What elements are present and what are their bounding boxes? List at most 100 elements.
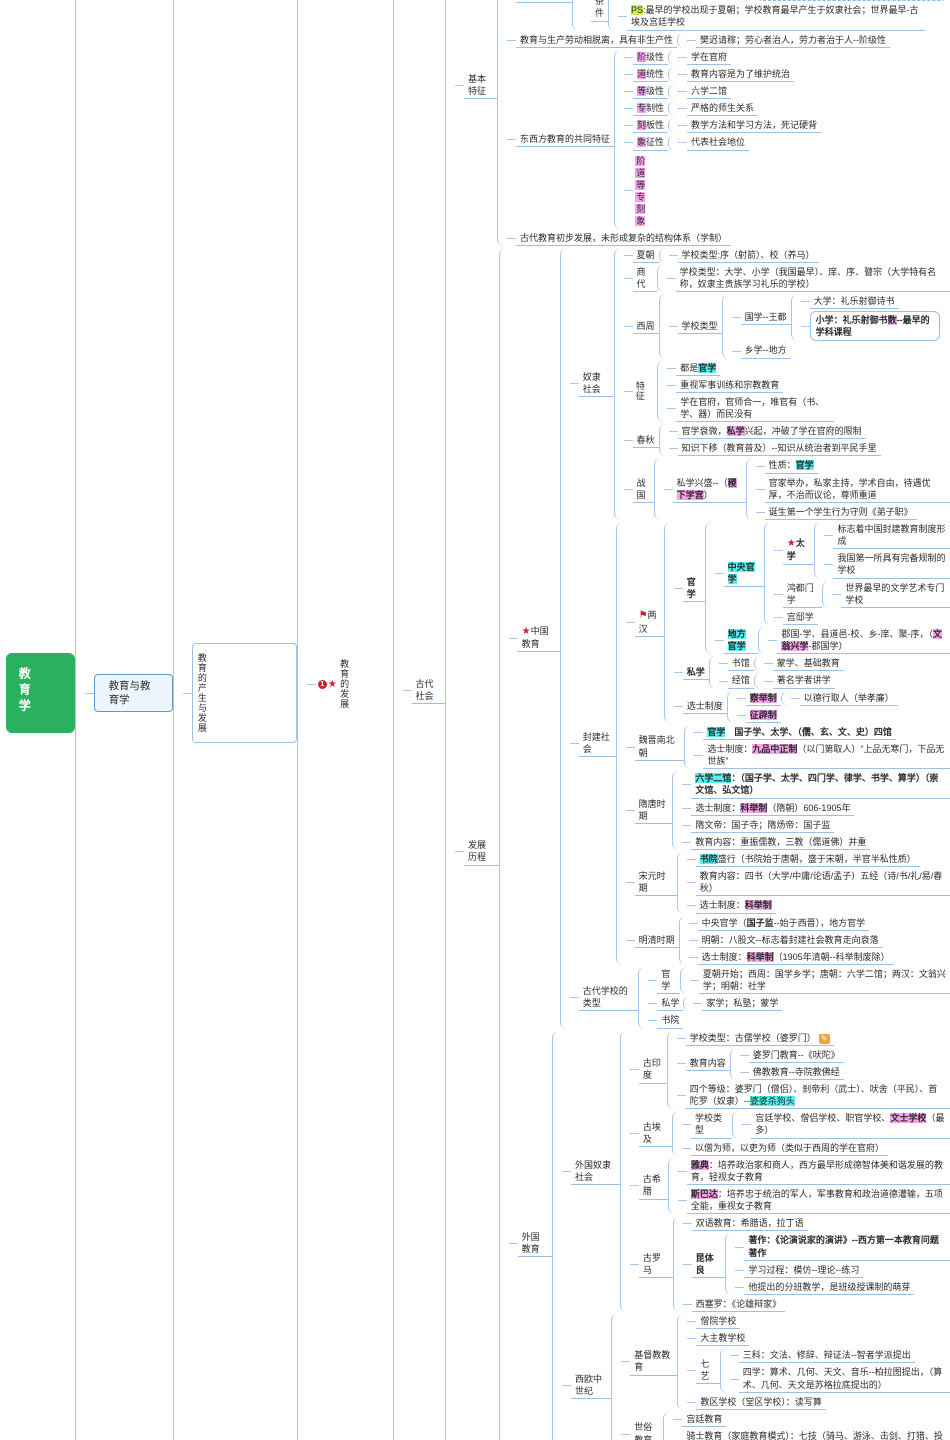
development-of-education-label[interactable]: 1★教育的发展 [316,657,393,711]
foreign-slave-society-label[interactable]: 外国奴隶社会 [571,1158,620,1185]
mindmap-node-label[interactable]: 选士制度 [683,699,727,714]
feudal-society-cn-label[interactable]: 封建社会 [579,730,616,757]
ancient-school-types-label[interactable]: 古代学校的类型 [579,984,639,1011]
mindmap-node-label[interactable]: 大学：礼乐射御诗书 [810,294,899,309]
mindmap-node-label[interactable]: 学在官府 [687,50,731,65]
slave-society-cn-label[interactable]: 奴隶社会 [579,370,614,397]
mindmap-node-label[interactable]: 选士制度：九品中正制（以门第取人）“上品无寒门，下品无世族” [703,742,950,769]
mindmap-node-label[interactable]: 古代教育初步发展，未形成复杂的结构体系（学制） [516,231,731,246]
mindmap-node-label[interactable]: 古埃及 [639,1120,672,1147]
mindmap-node-label[interactable]: 学校类型:序（射箭）、校（养马） [678,248,819,263]
mindmap-node-label[interactable]: 基督教教育 [630,1348,677,1375]
mindmap-node-label[interactable]: 战国 [633,476,654,503]
mindmap-node-label[interactable]: 隋唐时期 [635,797,673,824]
mindmap-node-label[interactable]: 中央官学 [724,560,764,587]
mindmap-node-label[interactable]: 代表社会地位 [687,135,749,150]
mindmap-node-label[interactable]: 我国第一所具有完备规制的学校 [833,551,950,578]
mindmap-node-label[interactable]: 婆罗门教育--《吠陀》 [749,1048,844,1063]
mindmap-node-label[interactable]: 察举制 [746,691,781,706]
mindmap-node-label[interactable]: 等级性 [633,84,668,99]
mindmap-node-label[interactable]: 西周 [633,319,659,334]
mindmap-node-label[interactable]: 象征性 [633,135,668,150]
mindmap-node-label[interactable]: 性质：官学 [765,458,818,473]
mindmap-node-label[interactable]: 世俗教育 [630,1420,663,1440]
mindmap-node-label[interactable]: 商代 [633,265,657,292]
mindmap-node-label[interactable]: 著名学者讲学 [773,673,835,688]
medieval-western-europe-label[interactable]: 西欧中世纪 [571,1372,611,1399]
mindmap-node-label[interactable]: 乡学--地方 [741,343,791,358]
mindmap-node-label[interactable]: 重视军事训练和宗教教育 [676,378,783,393]
mindmap-node-label[interactable]: ★太学 [783,536,815,565]
mindmap-node-label[interactable]: 他提出的分班教学，是班级授课制的萌芽 [744,1280,914,1295]
development-course-label[interactable]: 发展历程 [464,838,499,865]
mindmap-node-label[interactable]: 专制性 [633,101,668,116]
mindmap-node-label[interactable]: 教学方法和学习方法，死记硬背 [687,118,821,133]
mindmap-node-label[interactable]: 地方官学 [724,627,759,654]
mindmap-node-label[interactable]: 雅典：培养政治家和商人，西方最早形成德智体美和谐发展的教育，轻视女子教育 [687,1158,950,1185]
mindmap-node-label[interactable]: 蒙学、基础教育 [773,656,844,671]
mindmap-node-label[interactable]: 教育内容：四书（大学/中庸/论语/孟子）五经（诗/书/礼/易/春秋） [696,869,950,896]
seven-arts-label[interactable]: 七艺 [696,1357,719,1384]
mindmap-node-label[interactable]: 宫廷学校、僧侣学校、职官学校、文士学校（最多） [751,1111,950,1138]
mindmap-node-label[interactable]: 官学 [683,575,705,602]
mindmap-node-label[interactable]: 僧院学校 [696,1314,740,1329]
mindmap-node-label[interactable]: 以僧为师，以吏为师（类似于西周的学在官府） [691,1141,888,1156]
mindmap-node-label[interactable]: 魏晋南北朝 [635,733,685,760]
mindmap-node-label[interactable]: 古希腊 [639,1172,668,1199]
mindmap-node-label[interactable]: 大主教学校 [696,1331,749,1346]
mindmap-node-label[interactable]: 学校类型：大学、小学（我国最早）、庠、序、瞽宗（大学特有名称，奴隶主贵族学习礼乐… [676,265,950,292]
mindmap-node-label[interactable]: 西塞罗：《论雄辩家》 [692,1297,786,1312]
root-pedagogy-label[interactable]: 教育学 [6,653,75,733]
mindmap-node-label[interactable]: 明清时期 [635,933,679,948]
mindmap-node-label[interactable]: 经馆 [728,673,754,688]
mindmap-node-label[interactable]: 学在官府，官师合一，唯官有（书、学、器）而民没有 [676,395,834,422]
mindmap-node-label[interactable]: 教育内容：重振儒教，三教（儒道佛）并重 [691,835,870,850]
mindmap-node-label[interactable]: 官学衰微，私学兴起，冲破了学在官府的限制 [678,424,866,439]
mindmap-node-label[interactable]: 教区学校（堂区学校）：读写算 [696,1395,826,1410]
mindmap-node-label[interactable]: 世界最早的文学艺术专门学校 [841,581,950,608]
mindmap-node-label[interactable]: 隋文帝：国子寺；隋炀帝：国子监 [691,818,834,833]
mindmap-node-label[interactable]: 教育内容 [686,1056,730,1071]
mindmap-node-label[interactable]: 书院盛行（书院始于唐朝，盛于宋朝，半官半私性质） [696,852,920,867]
mindmap-node-label[interactable]: 樊迟请稼；劳心者治人，劳力者治于人--阶级性 [696,33,890,48]
mindmap-node-label[interactable]: 宫邸学 [783,610,818,625]
mindmap-node-label[interactable]: 选士制度：科举制（1905年清朝--科举制废除） [698,950,894,965]
mindmap-node-label[interactable]: 夏朝 [633,248,659,263]
mindmap-node-label[interactable]: 学校类型 [678,319,722,334]
mindmap-node-label[interactable]: 昆体良 [692,1251,726,1278]
common-features-label[interactable]: 东西方教育的共同特征 [516,132,614,147]
mindmap-node-label[interactable]: 郡国-学、县道邑-校、乡-庠、聚-序，（文翁兴学-郡国学） [777,627,950,654]
basic-features-label[interactable]: 基本特征 [464,72,497,99]
mindmap-node-label[interactable]: ⚑两汉 [635,608,664,637]
mindmap-node-label[interactable]: 古代产生了学校，教育成为社会专门职业 [516,0,572,3]
mindmap-node-label[interactable]: 国学--王都 [741,310,791,325]
mindmap-node-label[interactable]: 学校类型 [691,1111,732,1138]
mindmap-node-label[interactable]: 佛教教育--寺院教佛经 [749,1065,844,1080]
mindmap-node-label[interactable]: 中央官学（国子监--始于西晋），地方官学 [698,916,870,931]
mindmap-node-label[interactable]: 古罗马 [639,1251,673,1278]
mindmap-node-label[interactable]: 三科：文法、修辞、辩证法--智者学派提出 [739,1348,915,1363]
mindmap-node-label[interactable]: 四个等级：婆罗门（僧侣）、刹帝利（武士）、吠舍（平民）、首陀罗（奴隶）--婆婆杀… [686,1082,950,1109]
mindmap-node-label[interactable]: 征辟制 [746,708,781,723]
mindmap-node-label[interactable]: 都是官学 [676,361,720,376]
mindmap-node-label[interactable]: 书馆 [728,656,754,671]
mindmap-node-label[interactable]: 春秋 [633,433,659,448]
chinese-education-label[interactable]: ★中国教育 [518,624,560,653]
mindmap-node-label[interactable]: 四学：算术、几何、天文、音乐--柏拉图提出，（算术、几何、天文是苏格拉底提出的） [739,1365,950,1392]
mindmap-node-label[interactable]: 私学 [657,996,683,1011]
mindmap-node-label[interactable]: 夏朝开始；西周：国学乡学；唐朝：六学二馆；两汉：文翁兴学；明朝：社学 [699,967,950,994]
mindmap-node-label[interactable]: 官学 国子学、太学、（儒、玄、文、史）四馆 [703,725,896,740]
mindmap-node-label[interactable]: 私学 [683,665,709,680]
mindmap-node-label[interactable]: 学习过程：模仿--理论--练习 [744,1263,863,1278]
mindmap-node-label[interactable]: 宫廷教育 [682,1412,726,1427]
mindmap-node-label[interactable]: 学校类型：古儒学校（婆罗门）✎ [686,1031,834,1046]
mindmap-node-label[interactable]: 鸿都门学 [783,581,823,608]
mindmap-node-label[interactable]: 教育内容是为了维护统治 [687,67,794,82]
mindmap-node-label[interactable]: 六学二馆 [687,84,731,99]
emergence-and-development-label[interactable]: 教育的产生与发展 [192,643,297,743]
mindmap-node-label[interactable]: 知识下移（教育普及）--知识从统治者到平民手里 [678,441,881,456]
mindmap-node-label[interactable]: 六学二馆：（国子学、太学、四门学、律学、书学、算学）（崇文馆、弘文馆） [691,771,950,798]
mindmap-node-label[interactable]: 官家举办，私家主持，学术自由，待遇优厚，不治而议论，尊师重道 [765,476,950,503]
mindmap-node-label[interactable]: 古印度 [639,1056,667,1083]
mindmap-node-label[interactable]: 阶级性 [633,50,668,65]
